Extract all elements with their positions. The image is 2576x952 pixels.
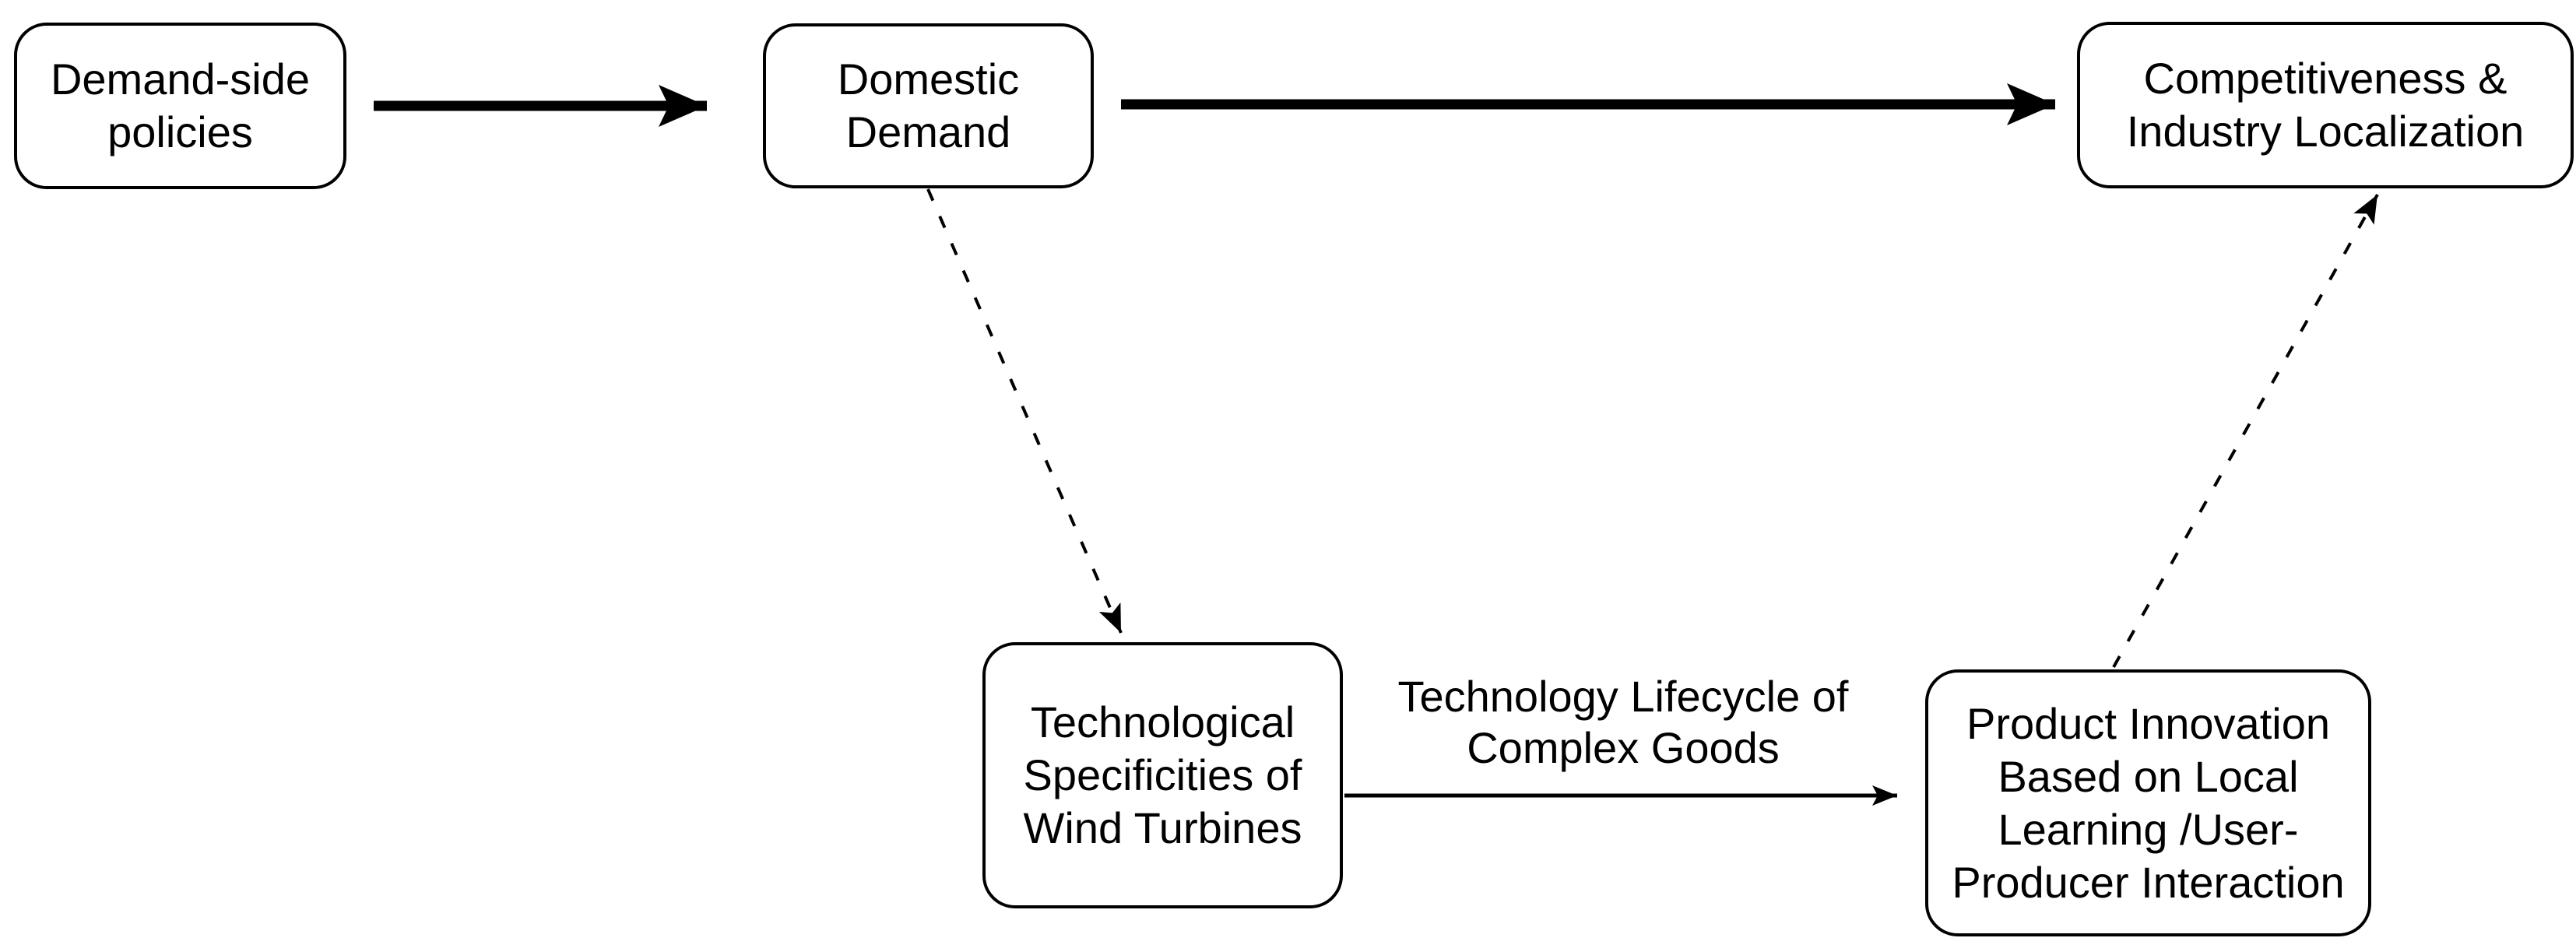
dashed-arrow-domestic-demand-to-tech-specificities: [926, 188, 1123, 634]
node-technological-specificities-wind-turbines: Technological Specificities of Wind Turb…: [982, 642, 1343, 908]
node-label: Technological Specificities of Wind Turb…: [1023, 697, 1302, 852]
node-label: Domestic Demand: [837, 54, 1020, 156]
node-label: Demand-side policies: [50, 54, 311, 156]
edge-label-technology-lifecycle: Technology Lifecycle of Complex Goods: [1397, 672, 1849, 772]
node-competitiveness-industry-localization: Competitiveness & Industry Localization: [2077, 22, 2574, 188]
node-product-innovation-local-learning: Product Innovation Based on Local Learni…: [1925, 669, 2371, 936]
node-label: Competitiveness & Industry Localization: [2126, 54, 2525, 156]
arrow-line-dashed: [2112, 194, 2379, 668]
node-demand-side-policies: Demand-side policies: [14, 23, 346, 189]
node-domestic-demand: Domestic Demand: [763, 23, 1094, 188]
dashed-arrow-product-innovation-to-competitiveness: [2112, 194, 2379, 668]
node-label: Product Innovation Based on Local Learni…: [1952, 698, 2345, 907]
arrow-line-dashed: [926, 188, 1123, 634]
